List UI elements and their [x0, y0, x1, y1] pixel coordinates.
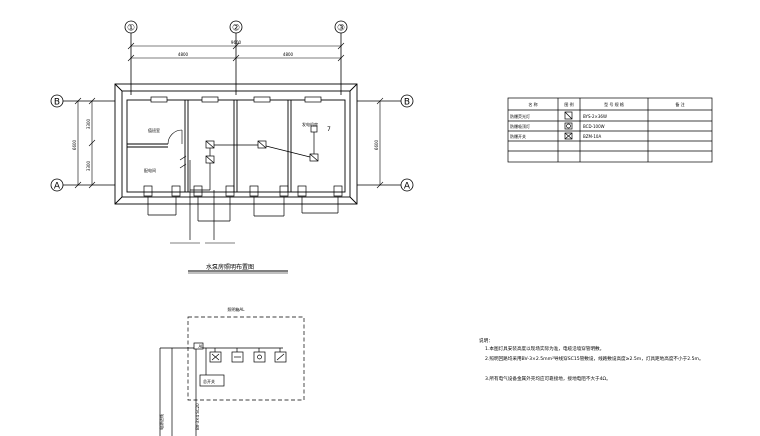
- axis-label-3: ③: [337, 24, 345, 34]
- legend-row-3-model: BZM-10A: [583, 134, 601, 139]
- panel-feed-left: 电源进线: [158, 414, 164, 430]
- door-swing: [167, 129, 183, 145]
- axis-bubbles-top: [124, 20, 348, 95]
- legend-row-1-name: 防爆荧光灯: [510, 113, 530, 119]
- dim-left-lower: 3300: [86, 160, 91, 171]
- legend-row-2-name: 防爆吸顶灯: [510, 123, 530, 129]
- panel-feed-right: BV-3×4 SC20: [195, 403, 200, 430]
- notes-line-3: 3.所有电气设备金属外壳均应可靠接地，接地电阻不大于4Ω。: [485, 375, 611, 382]
- notes-title: 说明：: [479, 337, 493, 344]
- notes-line-2: 2.照明回路均采用BV-3×2.5mm²导线穿SC15管敷设，线路敷设高度≥2.…: [485, 355, 704, 362]
- axis-label-b-right: B: [404, 98, 410, 108]
- axis-label-b-left: B: [54, 98, 60, 108]
- axis-bubbles-side: [50, 94, 414, 192]
- panel-box: [159, 316, 305, 436]
- dim-span-left: 4800: [178, 52, 189, 57]
- legend-table: [507, 97, 713, 163]
- plan-title: 水泵房照明布置图: [206, 263, 254, 271]
- dim-total: 9600: [231, 40, 242, 45]
- legend-row-3-name: 防爆开关: [510, 133, 526, 139]
- dim-left-upper: 3300: [86, 118, 91, 129]
- dim-left-total: 6600: [72, 139, 77, 150]
- axis-label-2: ②: [232, 24, 240, 34]
- axis-label-1: ①: [127, 24, 135, 34]
- legend-header-note: 备 注: [675, 101, 684, 107]
- legend-row-1-model: BYS-2×36W: [583, 114, 607, 119]
- dimension-lines-side: [74, 97, 384, 189]
- axis-label-a-right: A: [404, 182, 411, 192]
- legend-row-2-model: BCD-100W: [583, 124, 605, 129]
- dimension-lines-top: [127, 42, 345, 62]
- legend-header-model: 型 号 规 格: [604, 101, 624, 107]
- legend-header-symbol: 图 例: [564, 101, 573, 107]
- notes-line-1: 1.本图灯具安装高度以现场实际为准，电缆沿墙穿管明敷。: [485, 345, 604, 352]
- dim-span-right: 4800: [283, 52, 294, 57]
- room-label-2: 配电间: [144, 167, 156, 173]
- fixture-tag: 7: [327, 126, 331, 133]
- dim-right-total: 6600: [374, 139, 379, 150]
- room-label-3: 发电机房: [302, 121, 318, 127]
- building-walls: [114, 83, 358, 205]
- windows: [150, 96, 322, 103]
- panel-breakers: [209, 348, 287, 363]
- lighting-wiring: [179, 130, 315, 240]
- axis-label-a-left: A: [54, 182, 61, 192]
- panel-breaker-label: 总开关: [203, 378, 215, 384]
- panel-label: 照明箱AL: [228, 306, 246, 312]
- room-label-1: 值班室: [148, 127, 160, 133]
- lamp-fixtures: [205, 125, 319, 164]
- legend-symbols: [564, 111, 573, 140]
- panel-tag: AL: [199, 344, 205, 349]
- legend-header-name: 名 称: [528, 101, 537, 107]
- bottom-openings: [143, 185, 343, 222]
